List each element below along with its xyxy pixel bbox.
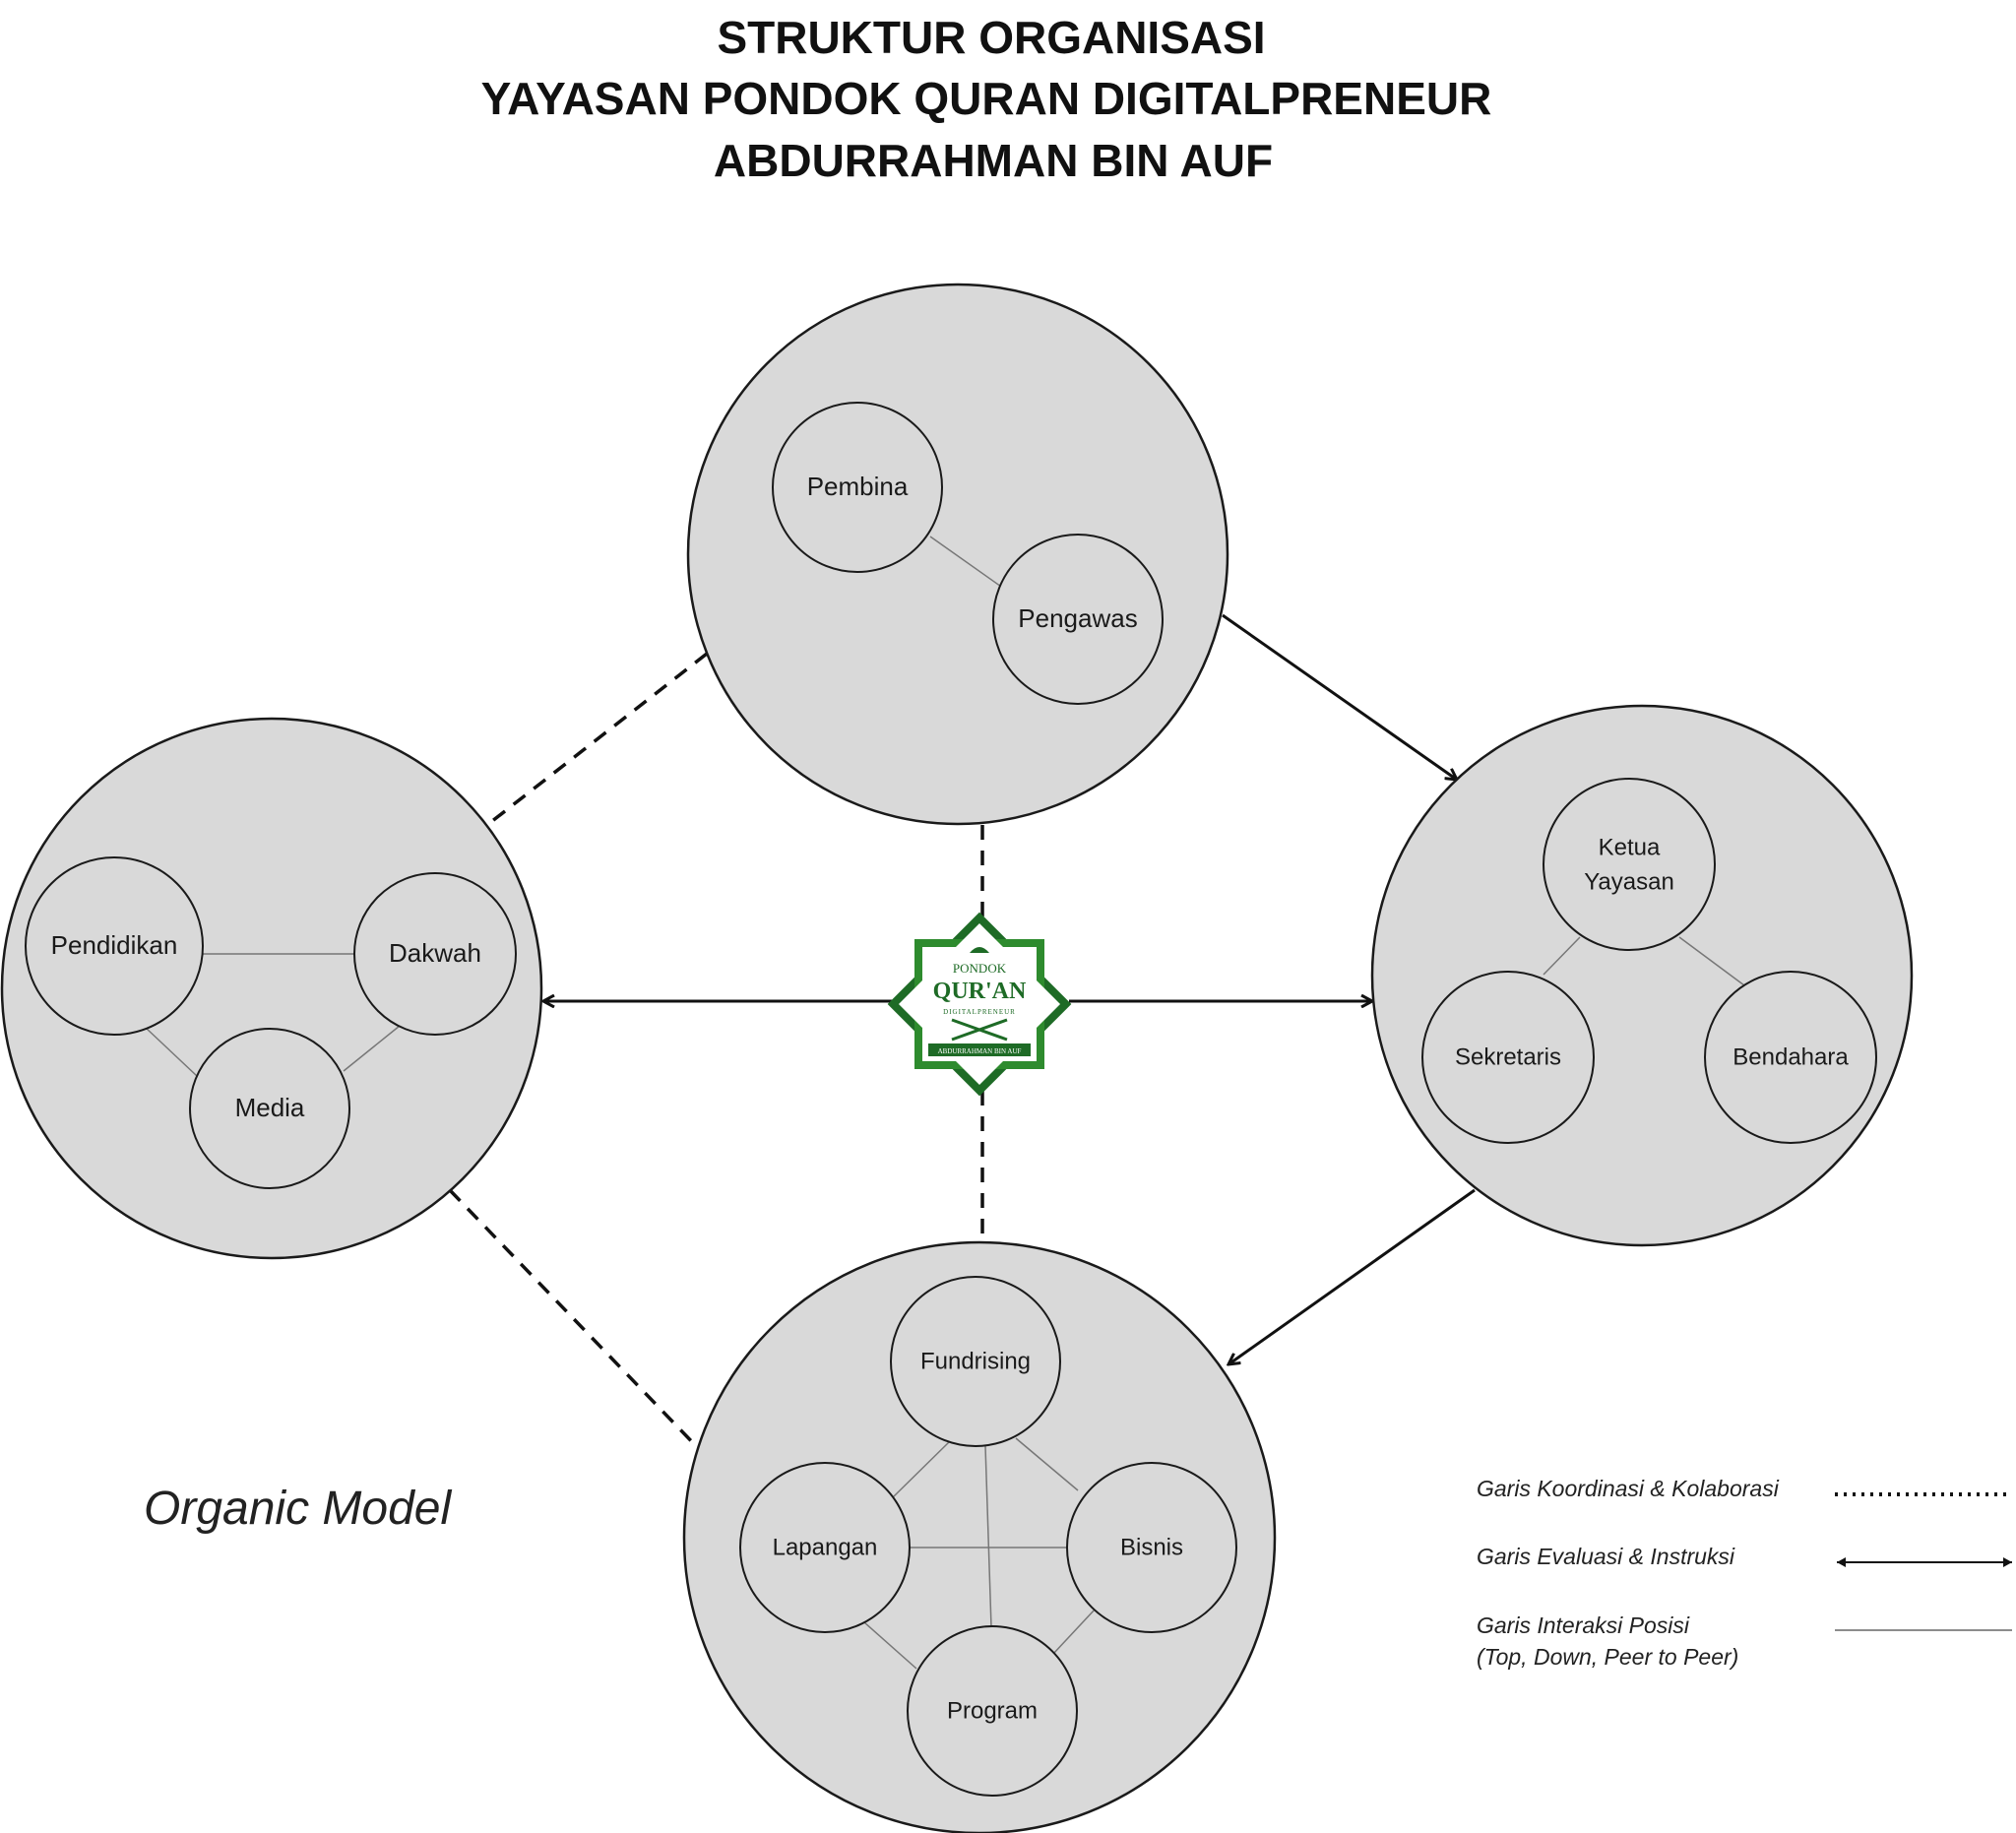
legend-label-coordination: Garis Koordinasi & Kolaborasi — [1477, 1476, 1780, 1501]
pondok-quran-logo: PONDOK QUR'AN DIGITALPRENEUR ABDURRAHMAN… — [887, 912, 1072, 1097]
interaction-line-bisnis-program — [1052, 1609, 1096, 1655]
group-pendidikan-dakwah-media: Pendidikan Dakwah Media — [0, 717, 543, 1260]
interaction-line-lapangan-program — [863, 1621, 917, 1670]
role-label-pengawas: Pengawas — [1018, 603, 1137, 633]
role-label-pembina: Pembina — [807, 472, 909, 501]
logo-dome-icon — [970, 947, 989, 953]
role-sekretaris: Sekretaris — [1421, 971, 1595, 1144]
legend-label-interaction-line2: (Top, Down, Peer to Peer) — [1477, 1644, 1738, 1670]
role-label-bisnis: Bisnis — [1120, 1534, 1183, 1560]
group-circle-top — [686, 283, 1229, 826]
interaction-line-fundrising-bisnis — [1015, 1437, 1079, 1491]
logo-text-abdurrahman: ABDURRAHMAN BIN AUF — [938, 1047, 1022, 1055]
role-label-program: Program — [947, 1697, 1038, 1724]
title-line-3: ABDURRAHMAN BIN AUF — [714, 135, 1273, 186]
role-bendahara: Bendahara — [1704, 971, 1877, 1144]
instruction-arrow-right-bottom — [1228, 1188, 1476, 1364]
role-pengawas: Pengawas — [992, 534, 1164, 705]
legend-label-interaction-line1: Garis Interaksi Posisi — [1477, 1612, 1690, 1638]
coordination-line-top-left — [485, 652, 709, 827]
role-label-lapangan: Lapangan — [773, 1534, 878, 1560]
role-label-ketua-line2: Yayasan — [1584, 868, 1674, 895]
interaction-line-fundrising-lapangan — [891, 1439, 952, 1499]
coordination-line-left-bottom — [448, 1188, 703, 1453]
interaction-line-fundrising-program — [984, 1445, 992, 1628]
role-pembina: Pembina — [772, 402, 943, 573]
instruction-arrow-top-right — [1222, 613, 1457, 780]
role-label-fundrising: Fundrising — [920, 1348, 1031, 1374]
model-label: Organic Model — [144, 1483, 452, 1535]
group-ketua-yayasan: Ketua Yayasan Sekretaris Bendahara — [1370, 704, 1914, 1247]
role-label-sekretaris: Sekretaris — [1455, 1043, 1561, 1070]
legend-label-evaluation: Garis Evaluasi & Instruksi — [1477, 1544, 1735, 1569]
role-label-bendahara: Bendahara — [1732, 1043, 1849, 1070]
role-lapangan: Lapangan — [739, 1462, 911, 1633]
title-line-1: STRUKTUR ORGANISASI — [717, 12, 1265, 63]
group-fundrising-program: Fundrising Lapangan Bisnis Program — [682, 1240, 1277, 1833]
title-line-2: YAYASAN PONDOK QURAN DIGITALPRENEUR — [481, 73, 1492, 124]
logo-text-pondok: PONDOK — [953, 961, 1007, 976]
legend: Garis Koordinasi & Kolaborasi Garis Eval… — [1477, 1476, 2012, 1670]
role-program: Program — [907, 1625, 1078, 1797]
logo-text-digitalpreneur: DIGITALPRENEUR — [943, 1008, 1016, 1016]
role-bisnis: Bisnis — [1066, 1462, 1237, 1633]
group-pembina-pengawas: Pembina Pengawas — [686, 283, 1229, 826]
interaction-line-pendidikan-media — [145, 1027, 198, 1077]
interaction-line-pembina-pengawas — [929, 536, 1005, 590]
interaction-line-ketua-bendahara — [1678, 936, 1745, 986]
role-label-ketua-line1: Ketua — [1599, 834, 1661, 860]
logo-cross-line-2 — [951, 1018, 1008, 1042]
role-label-dakwah: Dakwah — [389, 938, 481, 968]
role-label-pendidikan: Pendidikan — [51, 930, 178, 960]
logo-banner — [928, 1043, 1031, 1056]
role-dakwah: Dakwah — [353, 872, 517, 1036]
interaction-line-dakwah-media — [343, 1025, 401, 1072]
role-fundrising: Fundrising — [890, 1276, 1061, 1447]
role-media: Media — [189, 1028, 350, 1189]
role-label-media: Media — [235, 1093, 305, 1122]
logo-text-quran: QUR'AN — [933, 979, 1027, 1004]
group-circle-left — [0, 717, 543, 1260]
group-circle-bottom — [682, 1240, 1277, 1833]
role-pendidikan: Pendidikan — [25, 856, 204, 1036]
role-ketua-yayasan: Ketua Yayasan — [1543, 778, 1716, 951]
interaction-line-ketua-sekretaris — [1543, 936, 1581, 976]
